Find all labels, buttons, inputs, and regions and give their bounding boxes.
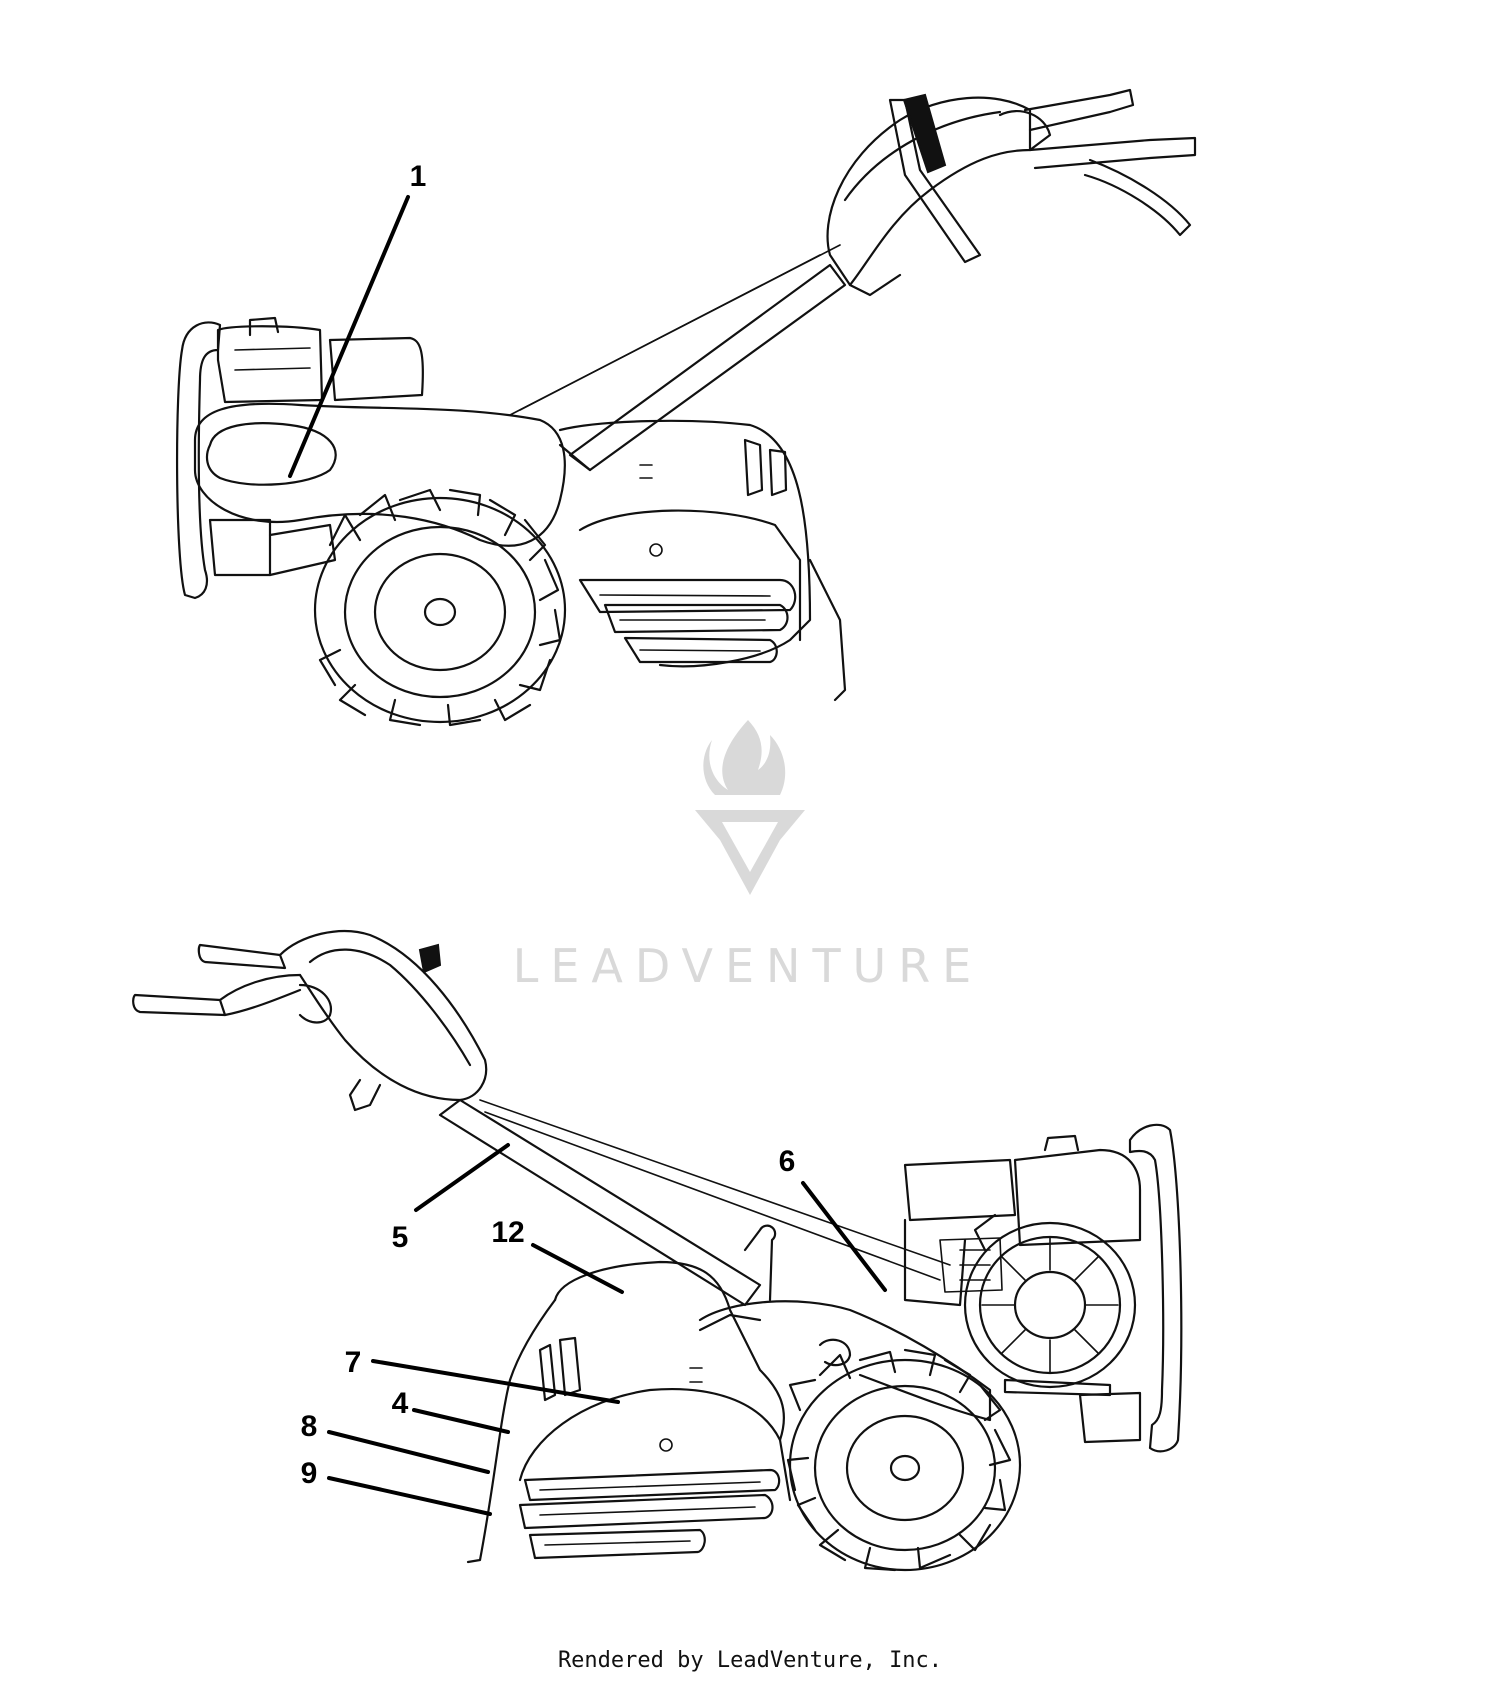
callout-12: 12 [491, 1216, 624, 1294]
left-view-handlebar [509, 88, 1197, 472]
callout-4: 4 [392, 1387, 510, 1434]
callout-8: 8 [301, 1410, 490, 1474]
watermark-brand: LEADVENTURE [513, 939, 984, 993]
callout-1: 1 [288, 160, 427, 478]
left-view-wheel [313, 488, 567, 727]
left-view-tine-hood [558, 419, 847, 702]
callout-label-1: 1 [410, 160, 427, 193]
callout-6: 6 [779, 1145, 887, 1292]
right-view-tine-hood [466, 1224, 792, 1564]
callout-label-8: 8 [301, 1410, 318, 1443]
callout-label-7: 7 [345, 1346, 362, 1379]
callout-label-5: 5 [392, 1221, 409, 1254]
render-credit: Rendered by LeadVenture, Inc. [557, 1648, 943, 1673]
callout-9: 9 [301, 1457, 492, 1516]
right-view-engine [903, 1134, 1142, 1397]
callout-5: 5 [392, 1143, 510, 1254]
watermark-logo: LEADVENTURE [513, 720, 984, 993]
right-view-handlebar [132, 929, 951, 1307]
callout-7: 7 [345, 1346, 620, 1404]
callout-label-6: 6 [779, 1145, 796, 1178]
callout-label-12: 12 [491, 1216, 524, 1249]
callout-label-9: 9 [301, 1457, 318, 1490]
flame-v-logo-icon [703, 720, 786, 795]
tiller-left-view [175, 88, 1197, 727]
tiller-right-view [132, 929, 1183, 1572]
right-view-wheel [786, 1348, 1022, 1572]
callout-label-4: 4 [392, 1387, 409, 1420]
